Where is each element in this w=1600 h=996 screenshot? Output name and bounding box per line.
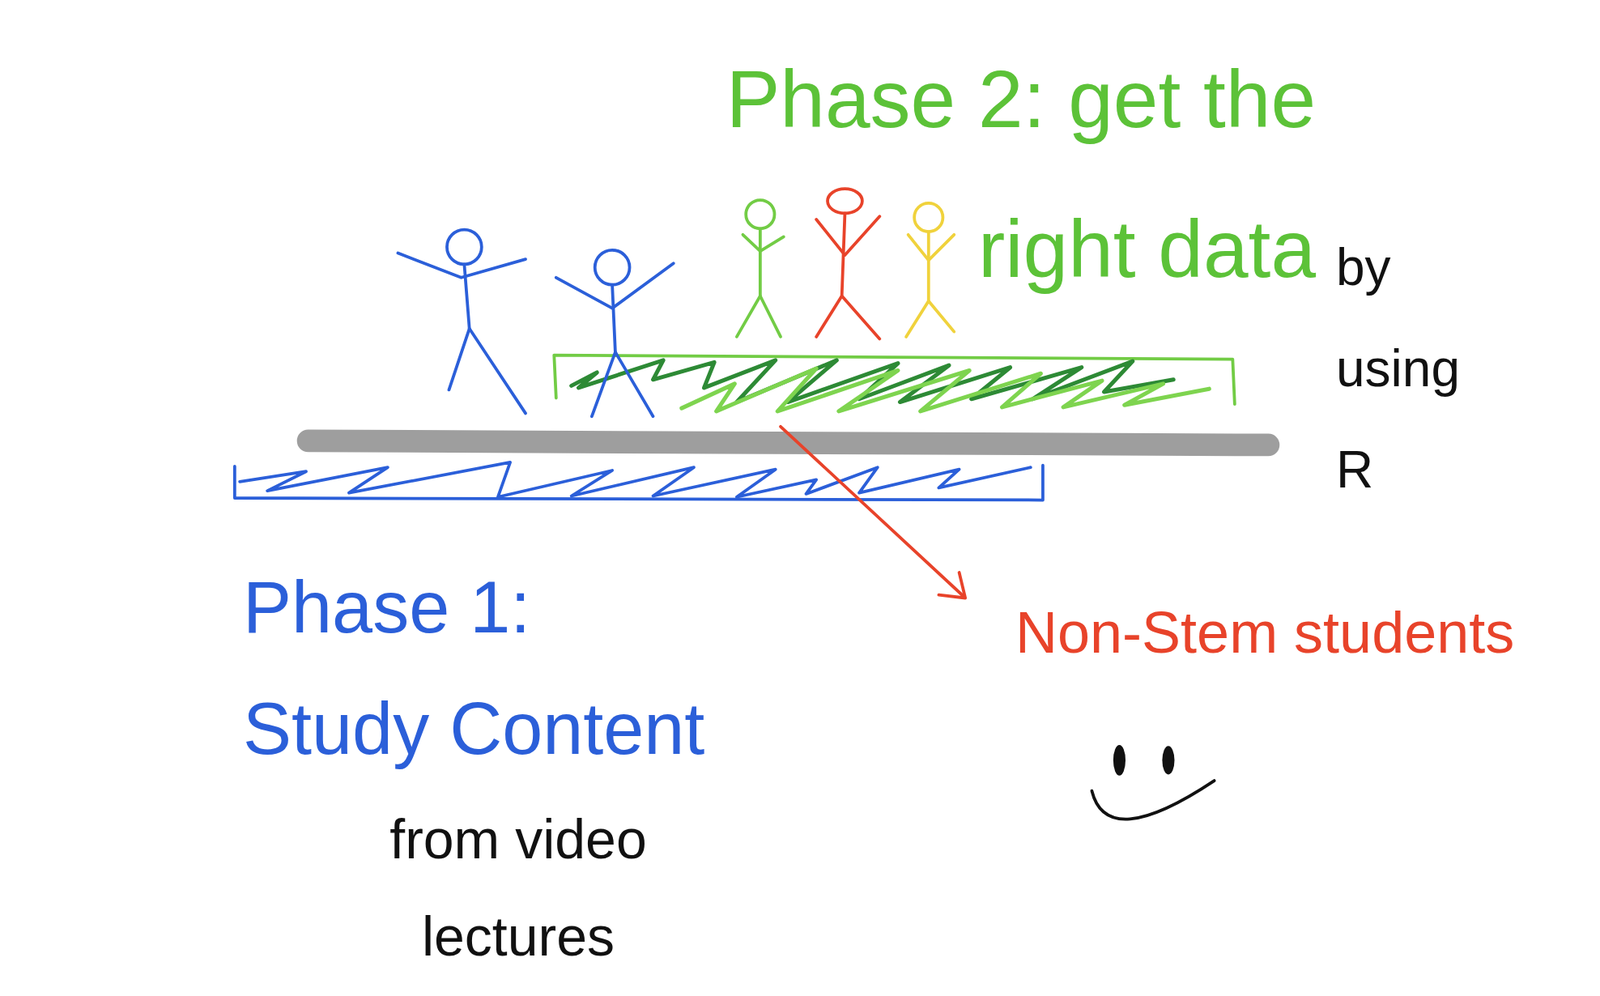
audience-label: Non-Stem students [1015,597,1515,668]
divider-bar [308,440,1269,445]
stick-figure-legs [906,301,954,337]
phase2-band [553,355,1235,405]
smiley-eye [1113,744,1126,776]
stick-figure-head [827,188,863,213]
stick-figure-body [463,263,469,328]
phase1-band [234,465,1043,501]
stick-figure-body [758,228,762,296]
phase-heading: Phase 1: Study Content [242,546,725,790]
stick-figure-head [446,229,482,265]
pointer-arrowhead [938,572,966,599]
source-note: from video lectures [356,790,681,985]
stick-figure-legs [816,295,880,339]
stick-figure-arms [742,234,783,252]
stick-figure-legs [448,328,526,414]
stick-figure-body [927,231,931,302]
stick-figure-legs [736,295,781,337]
stick-figure-arms [908,234,955,261]
stick-figure-arms [397,253,526,278]
stick-figure-arms [816,216,880,256]
phase-heading: Phase 2: get the right data [668,24,1316,324]
smiley-eye [1161,745,1175,775]
pointer-arrow [780,426,965,597]
stick-figure-head [595,250,630,286]
phase1-hatching [239,462,1031,498]
stick-figure-body [612,285,616,353]
phase2-hatching-light [681,368,1210,412]
stick-figure-head [745,200,775,229]
tool-note: by using R [1336,217,1466,521]
smiley-mouth [1091,780,1214,820]
stick-figure-legs [591,352,654,417]
stick-figure-body [842,212,846,296]
stick-figure-arms [556,263,674,308]
stick-figure-head [914,203,943,232]
